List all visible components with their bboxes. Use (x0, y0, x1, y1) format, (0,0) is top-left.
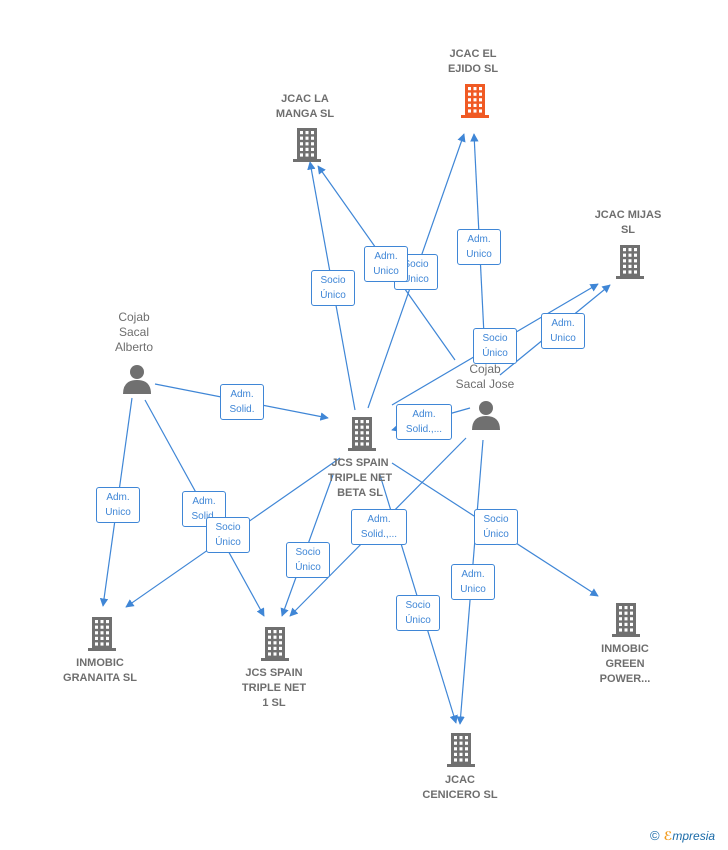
edge-label-alberto-beta: Adm. Solid. (220, 384, 264, 420)
node-label-inmobic-granaita[interactable]: INMOBIC GRANAITA SL (63, 657, 137, 684)
edge-label-beta-green: Socio Único (474, 509, 518, 545)
jcac-mijas-building-icon[interactable] (616, 245, 644, 279)
edge-label-beta-granaita: Socio Único (206, 517, 250, 553)
node-label-jcac-el-ejido[interactable]: JCAC EL EJIDO SL (447, 48, 499, 75)
edge-label-alberto-granaita: Adm. Unico (96, 487, 140, 523)
edge-label-jose-beta: Adm. Solid.,... (396, 404, 452, 440)
jcac-el-ejido-building-icon[interactable] (461, 84, 489, 118)
edge-label-jose-cenicero: Adm. Unico (451, 564, 495, 600)
cojab-sacal-alberto-person-icon[interactable] (123, 365, 151, 394)
jcac-la-manga-building-icon[interactable] (293, 128, 321, 162)
edge-label-beta-lamanga: Socio Único (311, 270, 355, 306)
edge-label-beta-cenicero: Socio Único (396, 595, 440, 631)
copyright-icon: © (650, 828, 660, 843)
empresia-logo-icon: ℰ (663, 829, 673, 843)
edge-label-jose-elejido: Adm. Unico (457, 229, 501, 265)
empresia-brand[interactable]: ©ℰmpresia (650, 828, 715, 843)
jcs-spain-beta-building-icon[interactable] (348, 417, 376, 451)
node-label-inmobic-green[interactable]: INMOBIC GREEN POWER... (599, 643, 651, 685)
inmobic-green-building-icon[interactable] (612, 603, 640, 637)
jcs-spain-1-building-icon[interactable] (261, 627, 289, 661)
node-label-jcac-cenicero[interactable]: JCAC CENICERO SL (422, 774, 498, 801)
edge-label-jose-lamanga: Adm. Unico (364, 246, 408, 282)
brand-text: mpresia (672, 829, 716, 843)
node-label-jcac-mijas[interactable]: JCAC MIJAS SL (594, 209, 662, 236)
edge-label-beta-mijas: Socio Único (473, 328, 517, 364)
inmobic-granaita-building-icon[interactable] (88, 617, 116, 651)
node-label-cojab-sacal-alberto[interactable]: Cojab Sacal Alberto (114, 310, 154, 354)
jcac-cenicero-building-icon[interactable] (447, 733, 475, 767)
cojab-sacal-jose-person-icon[interactable] (472, 401, 500, 430)
node-label-jcs-spain-beta[interactable]: JCS SPAIN TRIPLE NET BETA SL (327, 457, 393, 499)
node-label-cojab-sacal-jose[interactable]: Cojab Sacal Jose (455, 362, 515, 391)
edge-label-jose-mijas: Adm. Unico (541, 313, 585, 349)
edge-label-beta-jcs1: Socio Único (286, 542, 330, 578)
node-icons (88, 84, 644, 767)
node-label-jcac-la-manga[interactable]: JCAC LA MANGA SL (275, 93, 335, 120)
node-label-jcs-spain-1[interactable]: JCS SPAIN TRIPLE NET 1 SL (241, 667, 307, 709)
edge-label-jose-jcs1: Adm. Solid.,... (351, 509, 407, 545)
